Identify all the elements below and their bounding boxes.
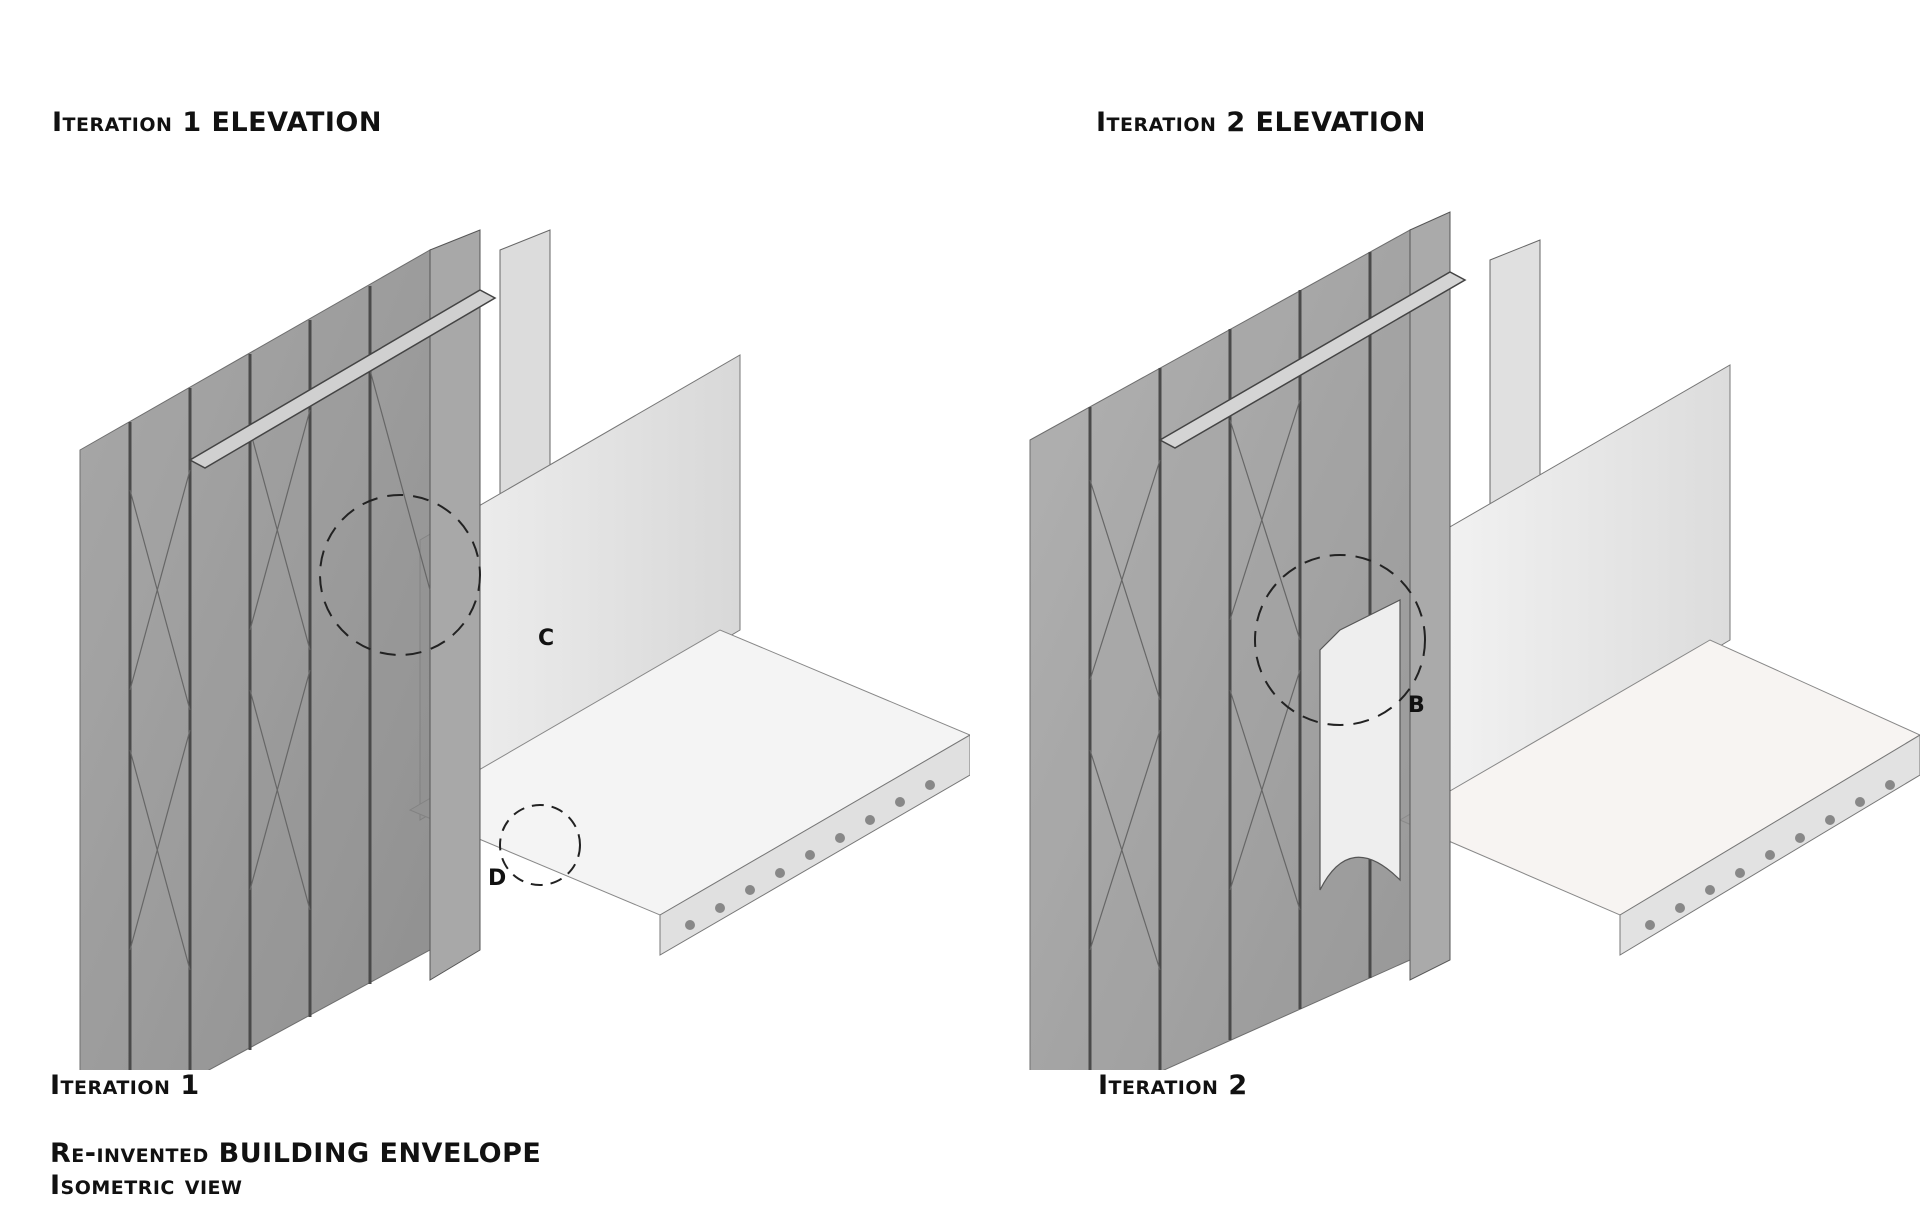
floor-slab-top bbox=[408, 629, 970, 916]
wrapped-envelope-panel bbox=[1319, 599, 1401, 891]
callout-c-circle bbox=[319, 494, 481, 656]
callout-d-label: D bbox=[488, 866, 506, 891]
facade-left-face bbox=[79, 249, 431, 1070]
title-iteration2: Iteration 2 bbox=[1098, 1070, 1248, 1101]
slab-cores bbox=[1645, 780, 1895, 930]
facade-mullions bbox=[128, 286, 372, 1070]
floor-slab-edge bbox=[1619, 734, 1920, 956]
facade-right-face bbox=[429, 229, 481, 981]
floor-slab-edge bbox=[659, 734, 970, 956]
title-iteration2-elevation: Iteration 2 ELEVATION bbox=[1096, 107, 1426, 138]
callout-d-circle bbox=[499, 804, 581, 886]
callout-b-label: B bbox=[1408, 693, 1425, 718]
facade-right-face bbox=[1409, 211, 1451, 981]
title-subtitle: Isometric view bbox=[50, 1170, 243, 1201]
facade-bracing bbox=[129, 369, 431, 971]
corner-frame bbox=[1158, 271, 1467, 449]
floor-slab-top bbox=[1398, 639, 1920, 916]
callout-b-circle bbox=[1254, 554, 1426, 726]
facade-bracing bbox=[1089, 399, 1301, 971]
callout-c-label: C bbox=[538, 626, 554, 651]
corner-frame bbox=[188, 289, 497, 469]
iteration1-isometric-drawing: C D bbox=[79, 229, 970, 1070]
slab-cores bbox=[685, 780, 935, 930]
title-iteration1: Iteration 1 bbox=[50, 1070, 200, 1101]
title-iteration1-elevation: Iteration 1 ELEVATION bbox=[52, 107, 382, 138]
iteration2-isometric-drawing: B bbox=[1029, 211, 1920, 1070]
title-main: Re-invented BUILDING ENVELOPE bbox=[50, 1138, 542, 1169]
